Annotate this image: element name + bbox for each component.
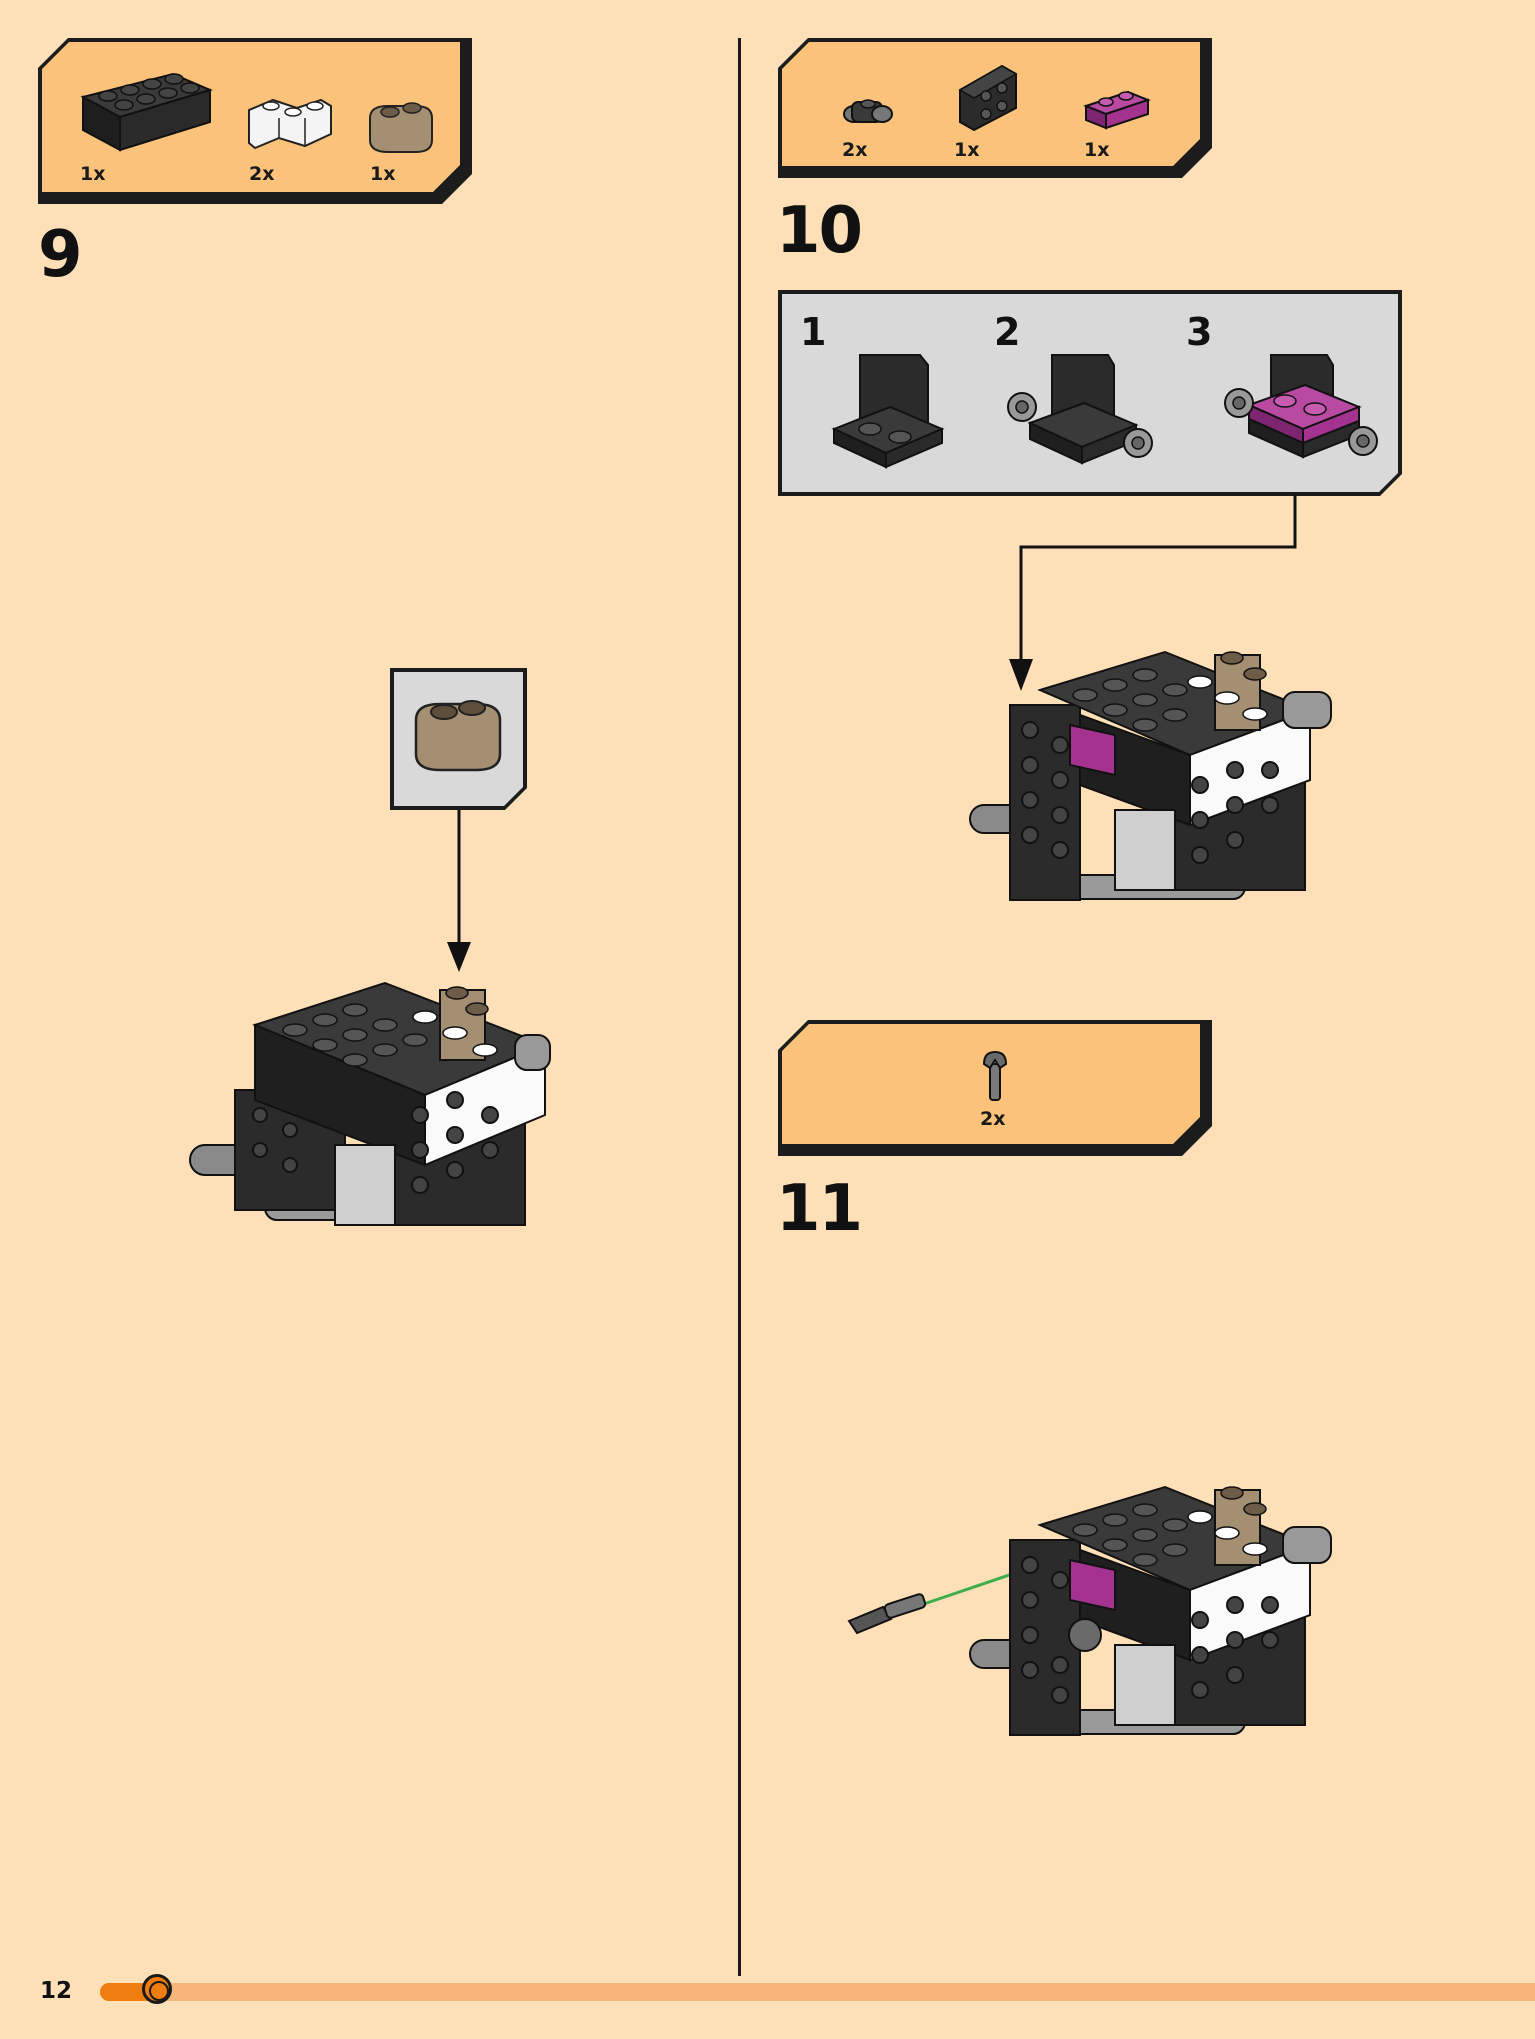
step9-part3-qty: 1x [370,163,396,185]
clip-gray-icon [982,1050,1008,1101]
step10-part1-qty: 2x [842,139,868,161]
progress-track [100,1983,1535,2001]
step9-model [189,981,551,1226]
substep3-number: 3 [1186,310,1213,354]
round-brick-tan-icon [414,700,502,772]
substep2-number: 2 [994,310,1021,354]
progress-knob [142,1974,172,2004]
step11-part1-qty: 2x [980,1108,1006,1130]
step11-model [847,1485,1332,1736]
step10-part3-qty: 1x [1084,139,1110,161]
substep1-number: 1 [800,310,827,354]
corner-brick-white-icon [248,98,332,150]
column-divider [738,38,741,1976]
plate-1x2-magenta-icon [1083,90,1151,130]
brick-2x4-black-icon [80,72,213,152]
step10-model [969,650,1332,901]
step9-number: 9 [38,218,83,292]
step11-number: 11 [776,1172,863,1246]
page-number: 12 [40,1978,73,2004]
wheel-holder-gray-icon [843,99,893,123]
bracket-black-icon [958,64,1018,132]
round-brick-tan-icon [369,102,433,153]
substep2-bracket-wheels [1007,354,1153,465]
step10-part2-qty: 1x [954,139,980,161]
substep1-bracket [831,354,945,469]
step10-arrow [1009,495,1297,691]
step9-part2-qty: 2x [249,163,275,185]
substep3-bracket-wheels-plate [1224,354,1378,459]
step9-part1-qty: 1x [80,163,106,185]
step9-arrow [447,810,471,972]
step10-number: 10 [776,194,863,268]
